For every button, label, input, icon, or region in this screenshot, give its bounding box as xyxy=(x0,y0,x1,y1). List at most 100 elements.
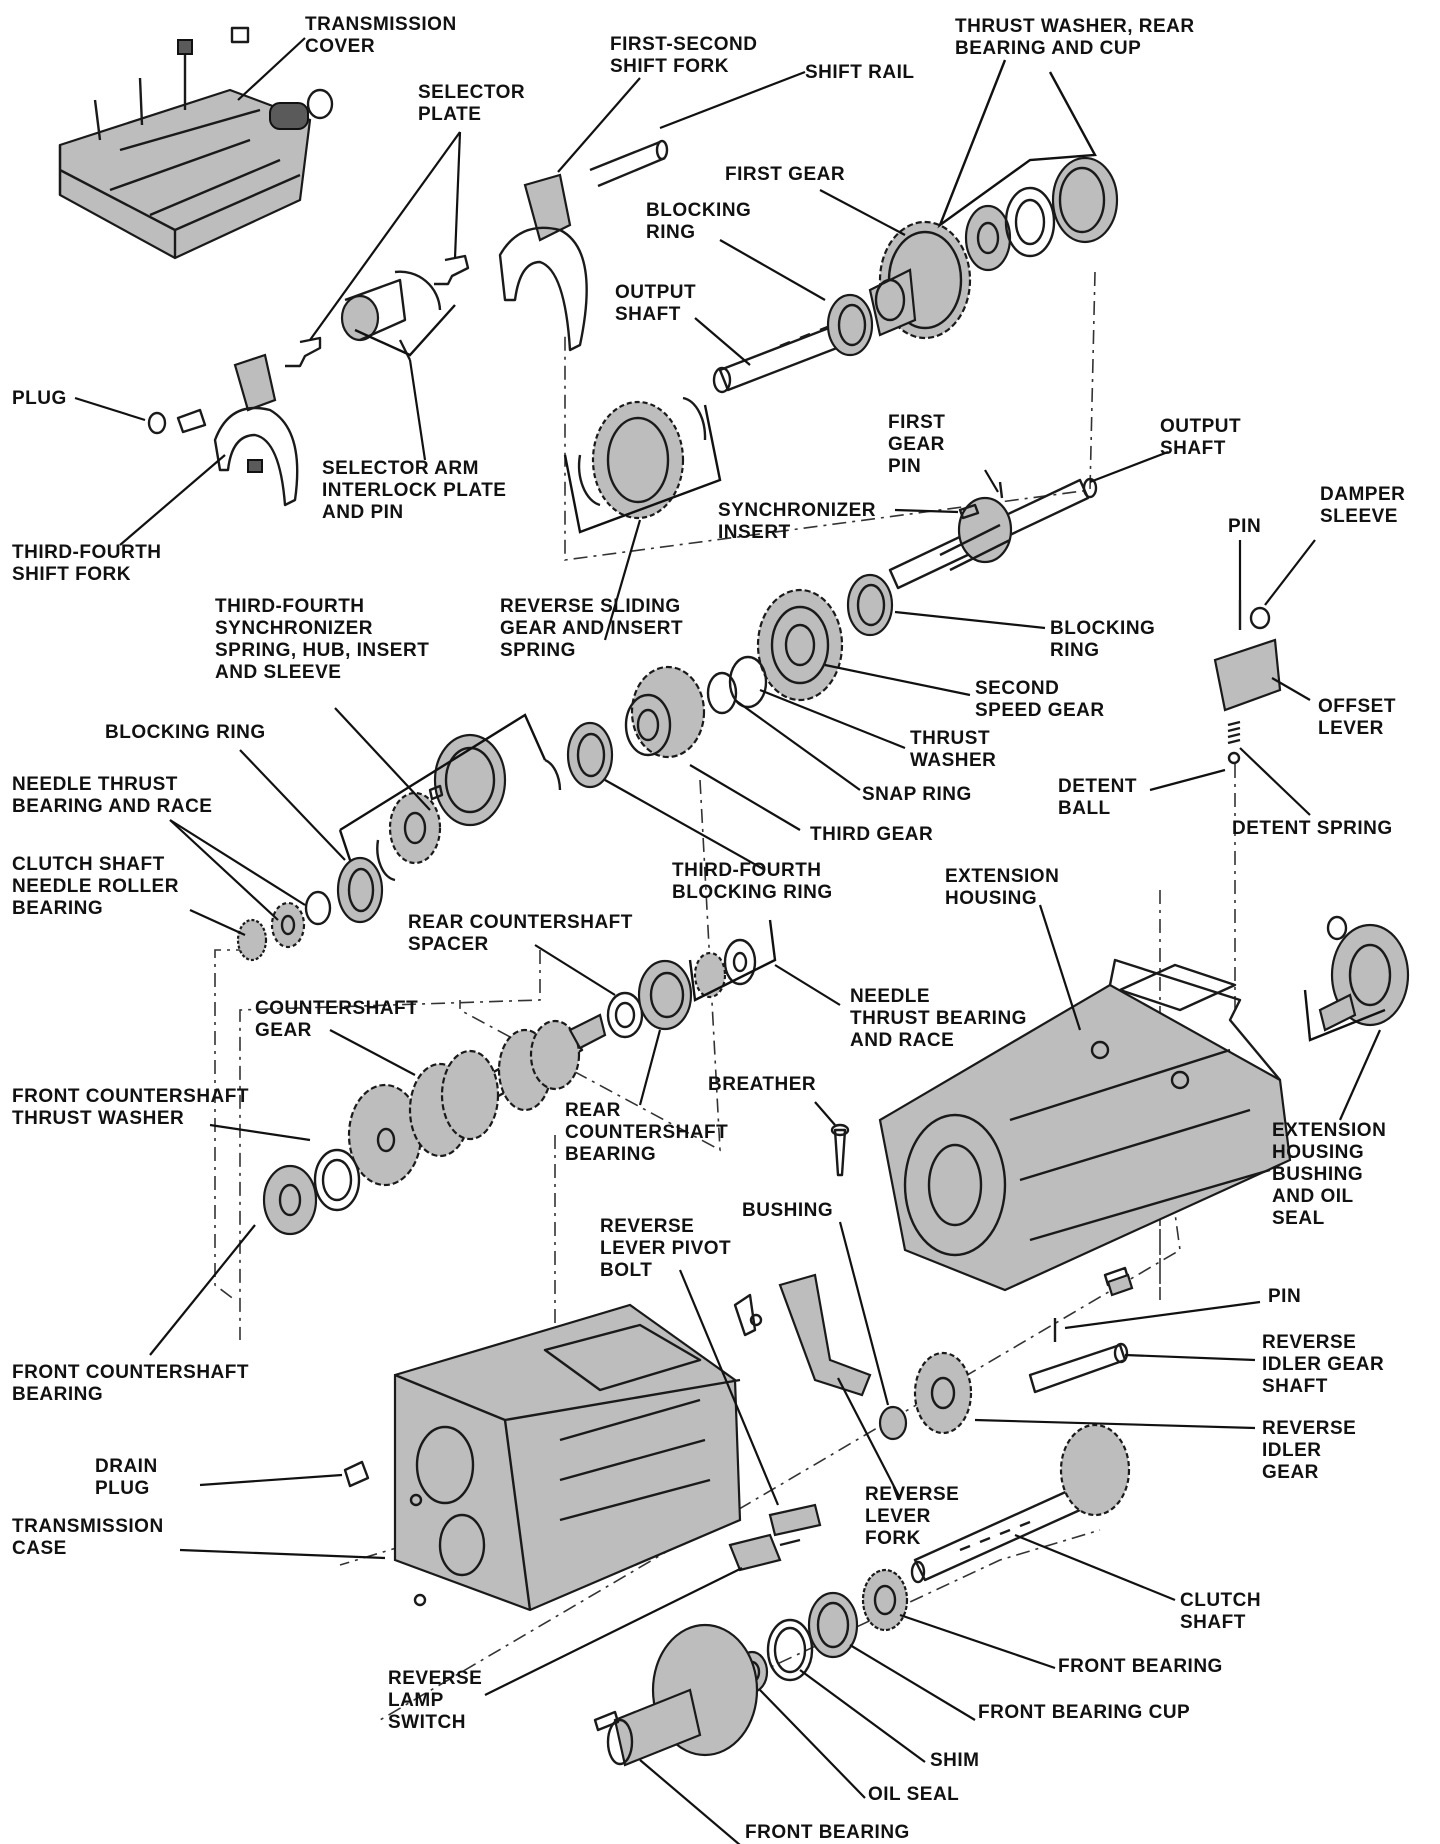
leader-clutch-shaft-needle-roller xyxy=(189,908,246,937)
label-line: CASE xyxy=(12,1538,67,1559)
reverse-lever-pivot-bolt-part xyxy=(768,1503,822,1537)
label-line: SHIM xyxy=(930,1750,980,1771)
label-line: PIN xyxy=(1268,1286,1301,1307)
leader-reverse-lever-pivot-bolt xyxy=(678,1269,780,1506)
label-detent-spring: DETENT SPRING xyxy=(1232,818,1393,839)
leader-offset-lever xyxy=(1271,677,1311,701)
transmission-cover-part xyxy=(58,26,334,260)
leader-reverse-idler-gear xyxy=(974,1418,1256,1430)
label-line: EXTENSION xyxy=(945,866,1059,887)
leader-blocking-ring-right xyxy=(894,610,1046,630)
label-line: TRANSMISSION xyxy=(305,14,457,35)
label-line: GEAR xyxy=(888,434,945,455)
label-front-bearing-cap: FRONT BEARINGCAP xyxy=(745,1822,910,1844)
label-line: FRONT BEARING xyxy=(1058,1656,1223,1677)
leader-reverse-sliding-gear xyxy=(603,519,642,641)
leader-lines xyxy=(74,37,1382,1844)
label-line: SYNCHRONIZER xyxy=(718,500,876,521)
label-shift-rail: SHIFT RAIL xyxy=(805,62,915,83)
label-line: LEVER xyxy=(865,1506,931,1527)
label-line: BUSHING xyxy=(742,1200,833,1221)
leader-third-fourth-synchronizer xyxy=(334,707,431,811)
label-line: RING xyxy=(1050,640,1100,661)
label-line: REVERSE xyxy=(600,1216,694,1237)
leader-third-gear xyxy=(689,764,801,831)
label-line: SPACER xyxy=(408,934,489,955)
label-line: GEAR xyxy=(1262,1462,1319,1483)
leader-needle-thrust-b xyxy=(169,819,279,921)
label-line: THRUST WASHER, REAR xyxy=(955,16,1195,37)
label-line: PLUG xyxy=(12,388,67,409)
third-fourth-blocking-ring-part xyxy=(566,721,614,789)
transmission-case-part xyxy=(393,1303,742,1612)
rear-countershaft-parts xyxy=(606,919,777,1039)
leader-needle-thrust-right xyxy=(774,964,841,1006)
first-second-shift-fork-part xyxy=(498,173,588,352)
label-snap-ring: SNAP RING xyxy=(862,784,972,805)
leader-front-bearing xyxy=(899,1613,1056,1670)
leader-selector-plate-a xyxy=(309,131,461,341)
leader-output-shaft-top xyxy=(694,317,751,366)
label-line: THRUST xyxy=(910,728,990,749)
leader-needle-thrust-a xyxy=(169,819,306,906)
label-line: AND PIN xyxy=(322,502,404,523)
leader-transmission-cover xyxy=(237,37,306,101)
label-line: THRUST WASHER xyxy=(12,1108,184,1129)
label-line: OUTPUT xyxy=(1160,416,1241,437)
label-line: FRONT COUNTERSHAFT xyxy=(12,1362,249,1383)
blocking-ring-left-part xyxy=(336,856,384,924)
label-line: REVERSE xyxy=(865,1484,959,1505)
label-line: HOUSING xyxy=(1272,1142,1364,1163)
label-line: AND SLEEVE xyxy=(215,662,341,683)
leader-reverse-lever-fork xyxy=(837,1377,901,1499)
label-line: SPRING xyxy=(500,640,576,661)
label-line: LAMP xyxy=(388,1690,444,1711)
label-line: FRONT BEARING xyxy=(745,1822,910,1843)
label-front-bearing-cup: FRONT BEARING CUP xyxy=(978,1702,1190,1723)
label-line: BLOCKING xyxy=(646,200,751,221)
label-line: BUSHING xyxy=(1272,1164,1363,1185)
label-line: COUNTERSHAFT xyxy=(255,998,418,1019)
extension-housing-bushing-part xyxy=(1303,915,1410,1042)
leader-selector-arm xyxy=(408,359,427,461)
leader-synchronizer-insert xyxy=(894,508,959,514)
label-oil-seal: OIL SEAL xyxy=(868,1784,959,1805)
reverse-idler-parts xyxy=(913,1266,1130,1435)
leader-second-speed-gear xyxy=(824,663,971,697)
needle-thrust-bearing-left-part xyxy=(236,890,332,962)
label-line: THIRD-FOURTH xyxy=(12,542,162,563)
label-line: REVERSE SLIDING xyxy=(500,596,681,617)
label-line: DETENT SPRING xyxy=(1232,818,1393,839)
label-line: LEVER PIVOT xyxy=(600,1238,731,1259)
reverse-lamp-switch-part xyxy=(728,1533,801,1572)
label-line: FIRST xyxy=(888,412,945,433)
label-front-bearing: FRONT BEARING xyxy=(1058,1656,1223,1677)
label-line: OIL SEAL xyxy=(868,1784,959,1805)
leader-front-countershaft-thrust-washer xyxy=(209,1123,311,1142)
label-line: HOUSING xyxy=(945,888,1037,909)
third-gear-part xyxy=(624,665,706,759)
leader-reverse-idler-gear-shaft xyxy=(1124,1353,1256,1362)
label-line: SLEEVE xyxy=(1320,506,1398,527)
label-plug: PLUG xyxy=(12,388,67,409)
leader-extension-housing xyxy=(1038,904,1082,1031)
countershaft-gear-part xyxy=(347,1013,607,1187)
label-line: DAMPER xyxy=(1320,484,1405,505)
thrust-washer-mid-part xyxy=(706,655,768,715)
leader-third-fourth-shift-fork xyxy=(119,454,226,546)
label-line: BEARING xyxy=(565,1144,656,1165)
